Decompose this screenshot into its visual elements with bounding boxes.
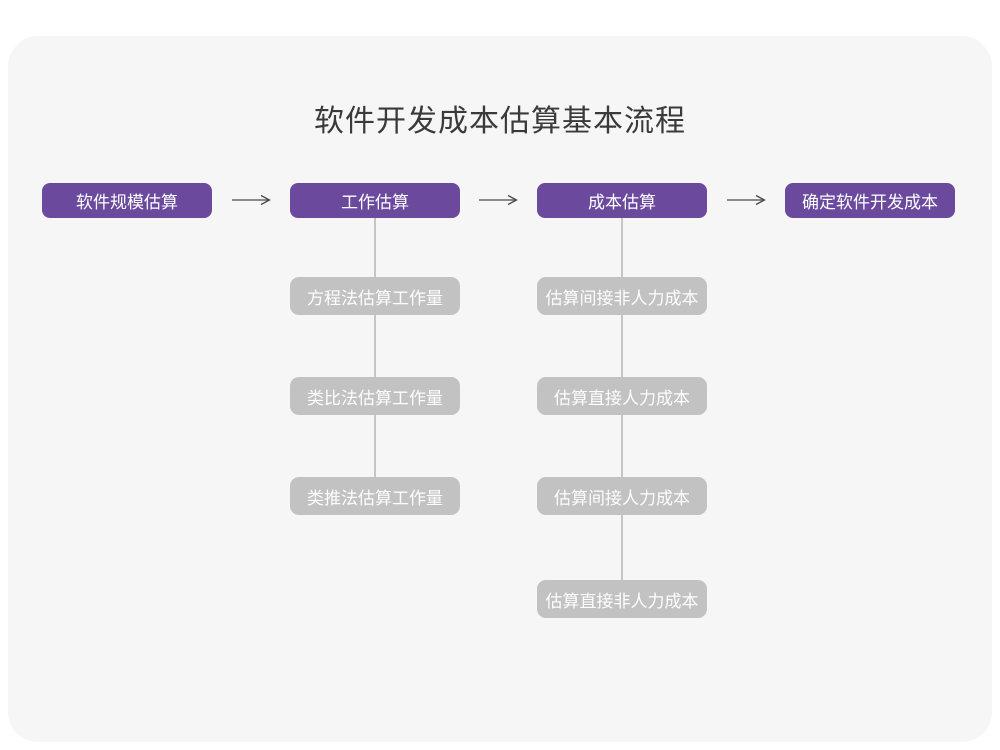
node-label: 估算间接非人力成本 [545,288,699,308]
node-work-estimation: 工作估算 [290,183,460,218]
work-estimation-connector-line [374,218,376,500]
right-arrow-icon [727,194,766,206]
node-software-scale-estimation: 软件规模估算 [42,183,212,218]
right-arrow-icon [232,194,271,206]
node-indirect-nonlabor-cost: 估算间接非人力成本 [537,277,707,315]
node-direct-nonlabor-cost: 估算直接非人力成本 [537,580,707,618]
node-label: 工作估算 [341,193,409,212]
flowchart-card [8,36,992,742]
node-label: 方程法估算工作量 [307,288,443,308]
node-label: 类推法估算工作量 [307,488,443,508]
node-label: 估算直接非人力成本 [545,591,699,611]
node-label: 成本估算 [588,193,656,212]
node-label: 估算直接人力成本 [554,388,690,408]
node-indirect-labor-cost: 估算间接人力成本 [537,477,707,515]
node-equation-method-workload: 方程法估算工作量 [290,277,460,315]
node-cost-estimation: 成本估算 [537,183,707,218]
node-direct-labor-cost: 估算直接人力成本 [537,377,707,415]
node-extrapolation-method-workload: 类推法估算工作量 [290,477,460,515]
node-label: 确定软件开发成本 [802,193,938,212]
right-arrow-icon [479,194,518,206]
node-label: 估算间接人力成本 [554,488,690,508]
node-label: 类比法估算工作量 [307,388,443,408]
diagram-title: 软件开发成本估算基本流程 [314,105,686,138]
node-analogy-method-workload: 类比法估算工作量 [290,377,460,415]
node-label: 软件规模估算 [76,193,178,212]
node-determine-development-cost: 确定软件开发成本 [785,183,955,218]
